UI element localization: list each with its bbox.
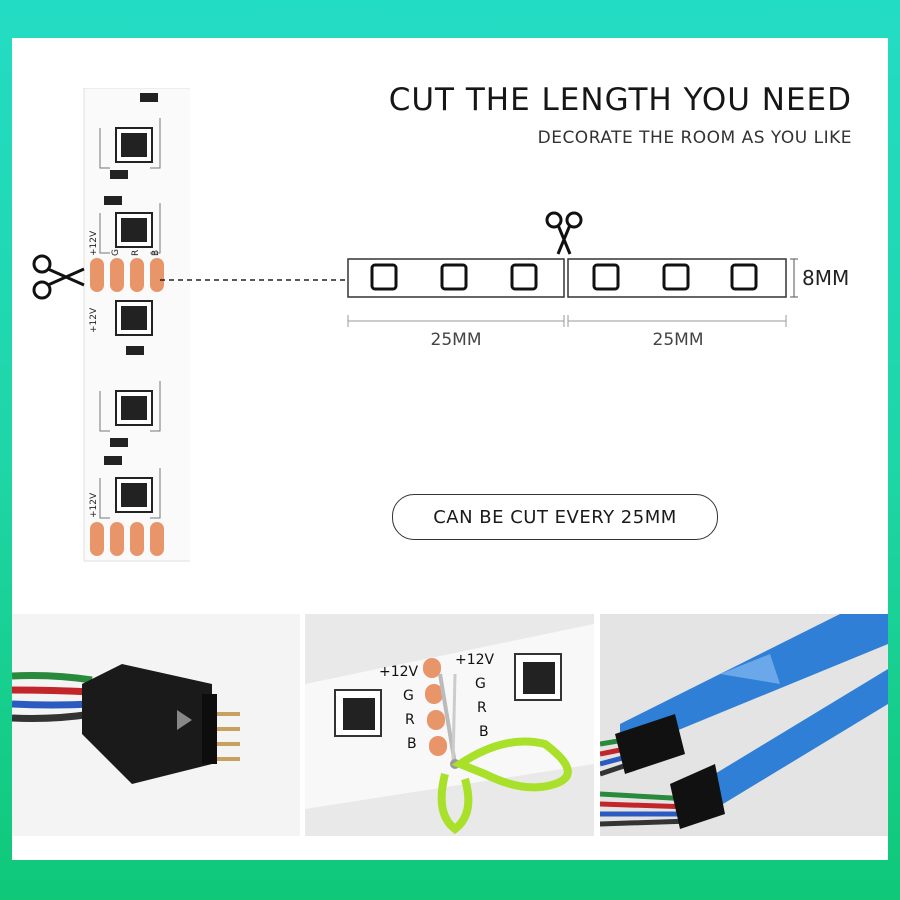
led-chip [115, 477, 153, 513]
strip-label-r: R [131, 250, 141, 256]
cut-label-g: G [475, 676, 486, 692]
led-chip [334, 689, 382, 737]
led-chip [115, 300, 153, 336]
cut-label-b: B [479, 724, 489, 740]
cut-label-power-left: +12V [379, 664, 419, 680]
strip-label-power: +12V [89, 307, 99, 333]
cut-label-r: R [405, 712, 415, 728]
led-chip [115, 390, 153, 426]
cut-line [160, 279, 348, 281]
photo-cutting: +12V +12V G R B G R B [305, 614, 594, 836]
strip-label-b: B [151, 250, 161, 256]
strip-label-g: G [111, 249, 121, 256]
cut-label-r: R [477, 700, 487, 716]
photo-tape [600, 614, 888, 836]
cut-interval-badge: CAN BE CUT EVERY 25MM [392, 494, 718, 540]
strip-segment [347, 258, 565, 298]
led-chip [514, 653, 562, 701]
scissors-icon [545, 211, 583, 255]
led-chip [115, 127, 153, 163]
photo-connector [12, 614, 300, 836]
strip-segment [567, 258, 787, 298]
vertical-led-strip: +12V G R B +12V +12V [83, 88, 190, 562]
page-title: CUT THE LENGTH YOU NEED [388, 82, 852, 118]
dimension-width-left: 25MM [431, 330, 482, 350]
dimension-width-right: 25MM [653, 330, 704, 350]
strip-label-power: +12V [89, 492, 99, 518]
cut-label-g: G [403, 688, 414, 704]
led-chip [115, 212, 153, 248]
strip-label-power: +12V [89, 230, 99, 256]
cut-label-power-right: +12V [455, 652, 495, 668]
scissors-icon [32, 254, 85, 300]
scissors-icon [437, 673, 572, 835]
cut-label-b: B [407, 736, 417, 752]
dimension-height: 8MM [802, 266, 849, 290]
page-subtitle: DECORATE THE ROOM AS YOU LIKE [537, 128, 852, 148]
horizontal-strip-diagram: 25MM 25MM 8MM [347, 258, 849, 350]
